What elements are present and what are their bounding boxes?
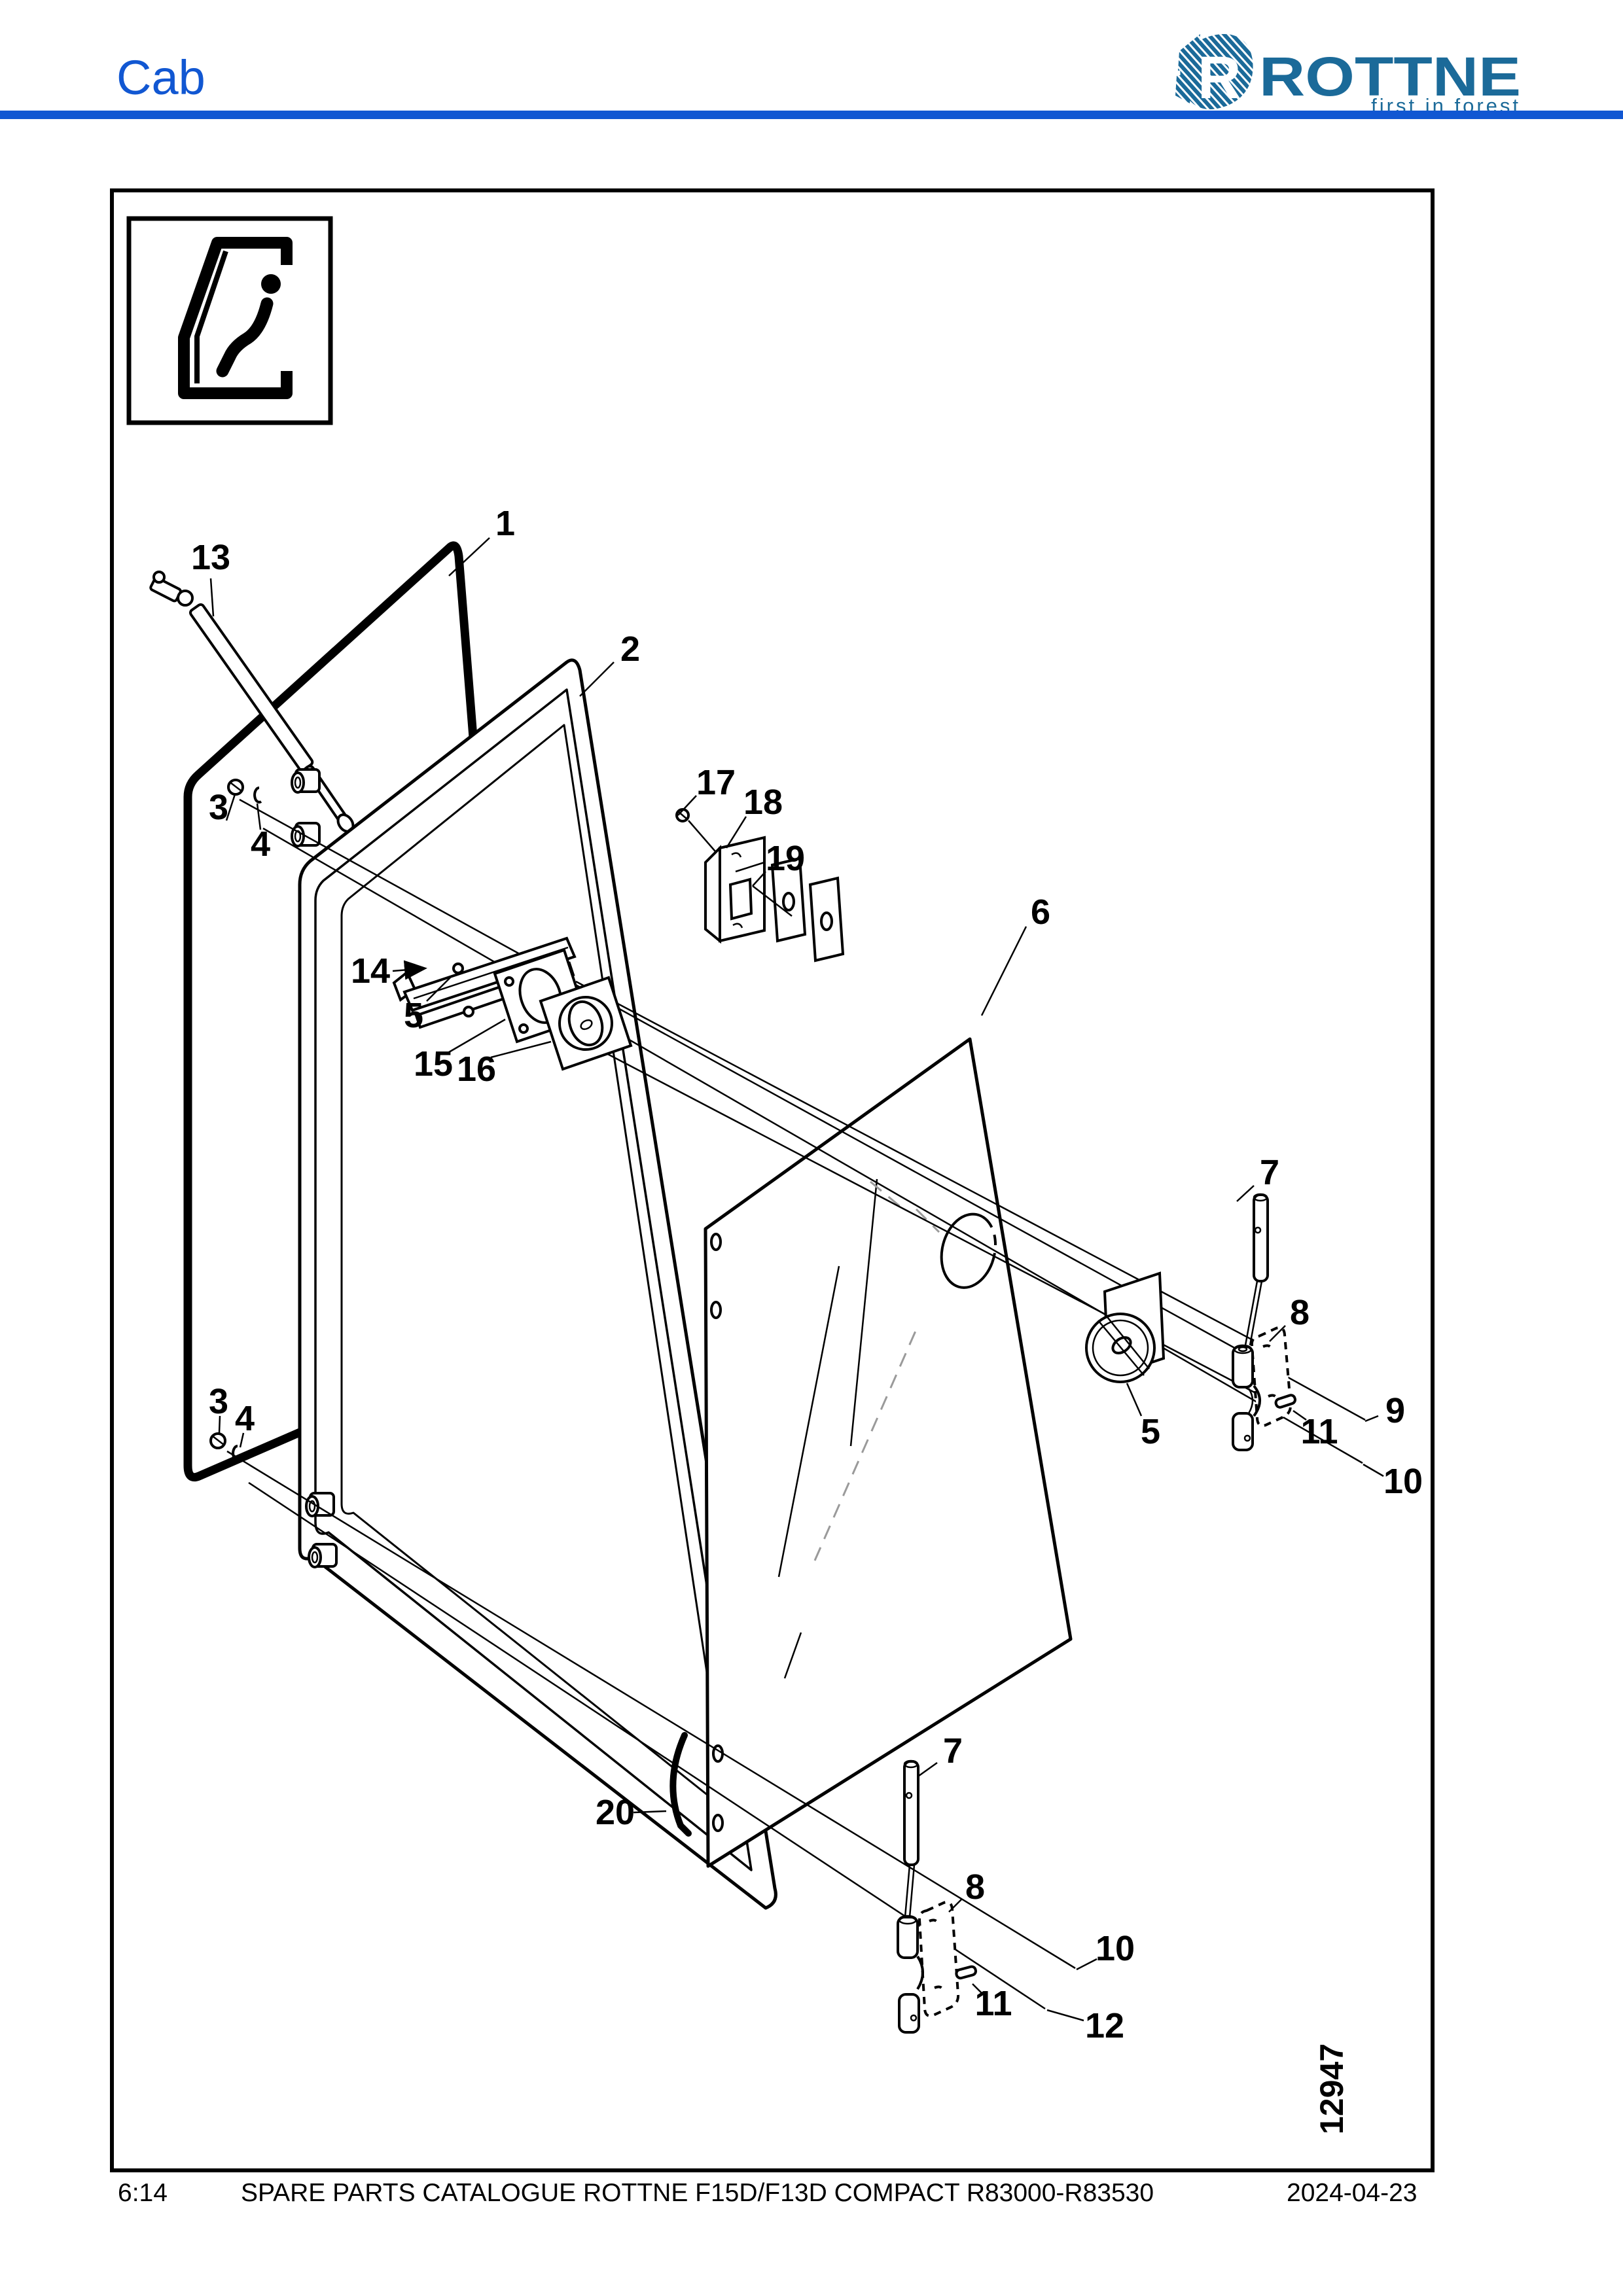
callout-leader: [735, 861, 765, 873]
part-glazing-strip: [669, 1732, 692, 1837]
callout-leader: [1046, 2009, 1084, 2022]
callout-leader: [1293, 1409, 1307, 1421]
part-lower-hinge: [897, 1759, 977, 2034]
callout-leader: [752, 885, 793, 917]
footer: 6:14 SPARE PARTS CATALOGUE ROTTNE F15D/F…: [0, 2174, 1623, 2213]
callout-10: 10: [1383, 1462, 1423, 1501]
callout-4: 4: [235, 1399, 255, 1438]
part-inner-handle: [1085, 1271, 1166, 1383]
header-divider-rule: [0, 111, 1623, 119]
part-glass-panel: [704, 1037, 1073, 1868]
callout-10: 10: [1096, 1929, 1135, 1968]
callout-leader: [972, 1983, 982, 1994]
callout-leader: [1269, 1325, 1286, 1342]
callout-leader: [392, 960, 427, 980]
cab-door-icon: [126, 216, 333, 425]
callout-leader: [633, 1810, 667, 1814]
callout-leader: [239, 1432, 245, 1448]
callout-7: 7: [1260, 1153, 1279, 1192]
callout-19: 19: [766, 839, 805, 878]
callout-3: 3: [209, 788, 228, 827]
callout-16: 16: [457, 1050, 496, 1089]
callout-leader: [677, 795, 697, 816]
callout-leader: [225, 794, 236, 821]
callout-leader: [1126, 1383, 1143, 1417]
callout-15: 15: [414, 1044, 453, 1084]
callout-2: 2: [620, 629, 640, 669]
svg-text:R: R: [1198, 44, 1241, 111]
callout-leader: [579, 662, 615, 697]
callout-leader: [426, 976, 452, 1002]
callout-8: 8: [965, 1867, 985, 1907]
callout-17: 17: [696, 763, 736, 802]
callout-leader: [490, 1040, 552, 1059]
callout-6: 6: [1031, 892, 1050, 932]
callout-leader: [1076, 1958, 1097, 1971]
callout-leader: [448, 537, 490, 576]
rottne-logo-wordmark: ROTTNE: [1259, 46, 1521, 107]
callout-leader: [1363, 1463, 1384, 1477]
rottne-logo: R ROTTNE first in forest: [1175, 33, 1521, 116]
exploded-diagram: 12947 1132171819346145151678911105342078…: [110, 188, 1435, 2172]
callout-11: 11: [1300, 1412, 1338, 1451]
footer-page-number: 6:14: [118, 2179, 168, 2207]
callout-4: 4: [251, 824, 270, 864]
callout-leader: [256, 803, 262, 830]
callout-leader: [980, 926, 1027, 1016]
callout-leader: [918, 1761, 938, 1777]
callout-20: 20: [596, 1793, 635, 1832]
part-window-frame: [291, 658, 777, 1910]
callout-leader: [448, 1018, 506, 1053]
part-upper-hinge: [1232, 1193, 1296, 1451]
part-clip-upper: [227, 779, 262, 804]
callout-18: 18: [743, 783, 783, 822]
rottne-logo-mark: R: [1175, 33, 1253, 111]
callout-leader: [209, 578, 215, 617]
footer-title: SPARE PARTS CATALOGUE ROTTNE F15D/F13D C…: [241, 2179, 1154, 2207]
callout-leader: [218, 1415, 221, 1434]
part-gas-strut: [149, 571, 355, 833]
callout-leader: [1236, 1185, 1255, 1202]
part-door-seal: [183, 541, 524, 1482]
callout-13: 13: [191, 538, 230, 577]
callout-3: 3: [209, 1382, 228, 1421]
part-striker-bracket: [675, 808, 845, 963]
callout-11: 11: [974, 1984, 1012, 2023]
callout-9: 9: [1385, 1391, 1405, 1430]
part-latch-assembly: [392, 936, 633, 1071]
callout-leader: [1364, 1415, 1379, 1422]
page-title: Cab: [116, 50, 205, 105]
figure-number: 12947: [1313, 2043, 1350, 2134]
callout-7: 7: [943, 1731, 963, 1771]
callout-leader: [725, 816, 747, 849]
footer-date: 2024-04-23: [1287, 2179, 1418, 2207]
callout-leader: [948, 1898, 963, 1913]
callout-5: 5: [1141, 1412, 1160, 1451]
callout-5: 5: [404, 996, 423, 1035]
callout-8: 8: [1290, 1293, 1310, 1332]
callout-14: 14: [351, 951, 390, 991]
callout-12: 12: [1085, 2006, 1124, 2045]
diagram-border: [110, 188, 1435, 2172]
callout-leader: [752, 871, 766, 887]
callout-1: 1: [495, 504, 515, 543]
